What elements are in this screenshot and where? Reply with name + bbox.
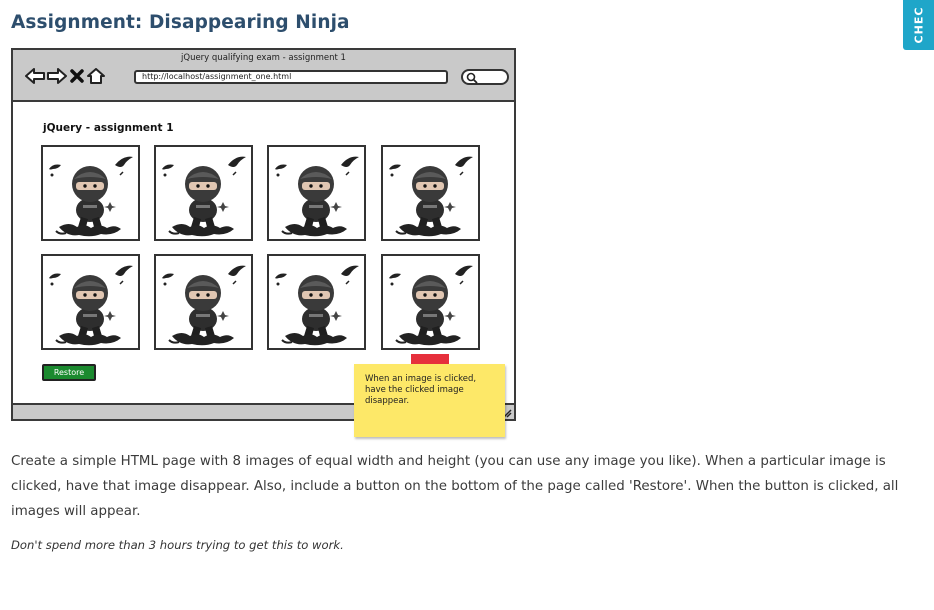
ninja-icon: [49, 265, 133, 346]
forward-arrow-icon: [47, 68, 67, 84]
mockup-search-field: [461, 69, 509, 85]
ninja-icon: [275, 156, 359, 237]
assignment-description: Create a simple HTML page with 8 images …: [11, 454, 899, 519]
home-icon: [87, 68, 105, 84]
wireframe-mockup: jQuery qualifying exam - assignment 1 ht…: [11, 48, 516, 421]
sticky-note: When an image is clicked, have the click…: [354, 364, 505, 437]
ninja-image-2: [154, 145, 253, 241]
back-arrow-icon: [25, 68, 45, 84]
ninja-image-7: [267, 254, 366, 350]
page-title: Assignment: Disappearing Ninja: [11, 12, 350, 33]
ninja-image-4: [381, 145, 480, 241]
mockup-nav-icons: [25, 66, 105, 86]
restore-button: Restore: [42, 364, 96, 381]
ninja-image-5: [41, 254, 140, 350]
ninja-icon: [162, 265, 246, 346]
search-icon: [466, 72, 478, 84]
ninja-image-1: [41, 145, 140, 241]
ninja-image-3: [267, 145, 366, 241]
mockup-window-title: jQuery qualifying exam - assignment 1: [181, 53, 346, 63]
ninja-icon: [49, 156, 133, 237]
sticky-note-text: When an image is clicked, have the click…: [365, 374, 477, 406]
mockup-browser-chrome: jQuery qualifying exam - assignment 1 ht…: [13, 50, 514, 102]
mockup-url-bar: http://localhost/assignment_one.html: [134, 70, 448, 84]
ninja-image-8: [381, 254, 480, 350]
ninja-icon: [389, 265, 473, 346]
ninja-icon: [389, 156, 473, 237]
ninja-image-6: [154, 254, 253, 350]
ninja-icon: [275, 265, 359, 346]
stop-icon: [70, 69, 84, 83]
side-tab-label: CHEC: [912, 6, 925, 44]
side-tab[interactable]: CHEC: [903, 0, 934, 50]
mockup-heading: jQuery - assignment 1: [43, 122, 174, 134]
ninja-icon: [162, 156, 246, 237]
time-limit-note: Don't spend more than 3 hours trying to …: [11, 538, 344, 552]
